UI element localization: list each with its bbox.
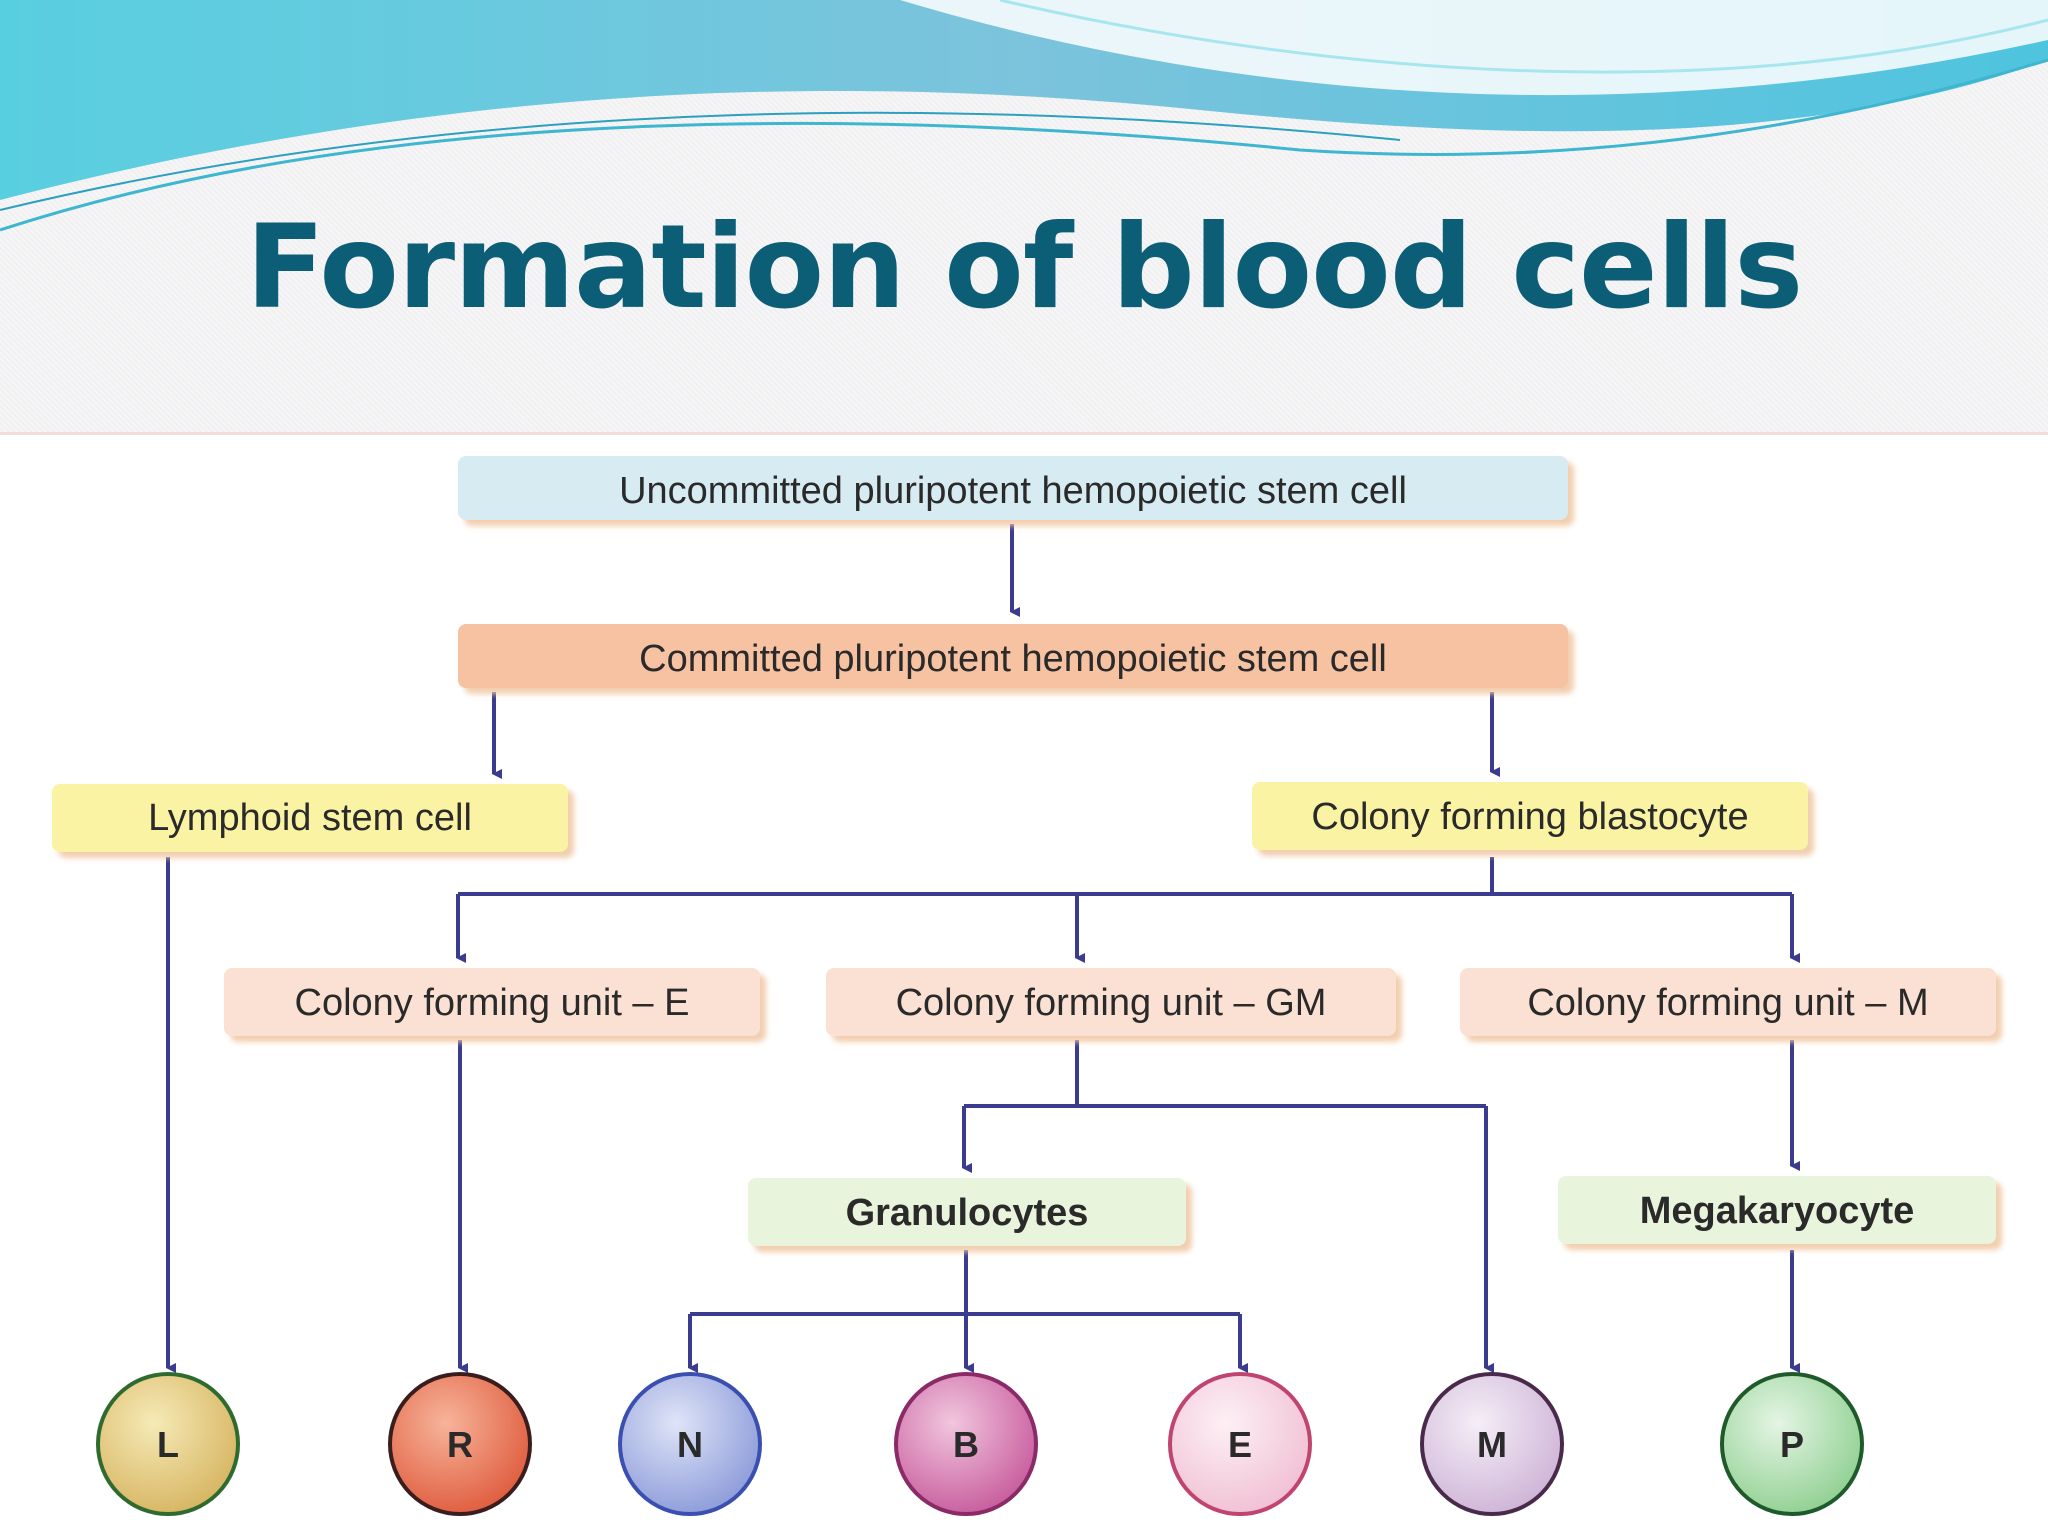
- node-committed: Committed pluripotent hemopoietic stem c…: [458, 624, 1568, 688]
- node-blastocyte-label: Colony forming blastocyte: [1311, 796, 1748, 838]
- cell-R: R: [388, 1372, 532, 1516]
- node-uncommitted-label: Uncommitted pluripotent hemopoietic stem…: [619, 470, 1407, 512]
- cell-M: M: [1420, 1372, 1564, 1516]
- node-cfu-m: Colony forming unit – M: [1460, 968, 1996, 1036]
- cell-E: E: [1168, 1372, 1312, 1516]
- node-cfu-gm: Colony forming unit – GM: [826, 968, 1396, 1036]
- node-cfu-e: Colony forming unit – E: [224, 968, 760, 1036]
- cell-B-label: B: [953, 1424, 979, 1465]
- node-uncommitted: Uncommitted pluripotent hemopoietic stem…: [458, 456, 1568, 520]
- cell-P: P: [1720, 1372, 1864, 1516]
- cell-B: B: [894, 1372, 1038, 1516]
- node-blastocyte: Colony forming blastocyte: [1252, 782, 1808, 850]
- node-megakaryocyte: Megakaryocyte: [1558, 1176, 1996, 1244]
- node-granulocytes: Granulocytes: [748, 1178, 1186, 1246]
- node-cfu-gm-label: Colony forming unit – GM: [896, 982, 1327, 1024]
- cell-N: N: [618, 1372, 762, 1516]
- cell-E-label: E: [1228, 1424, 1252, 1465]
- slide-title: Formation of blood cells: [245, 200, 1804, 335]
- node-committed-label: Committed pluripotent hemopoietic stem c…: [639, 638, 1387, 680]
- node-granulocytes-label: Granulocytes: [846, 1192, 1089, 1234]
- node-cfu-m-label: Colony forming unit – M: [1527, 982, 1928, 1024]
- blood-cell-formation-diagram: Uncommitted pluripotent hemopoietic stem…: [52, 456, 1996, 1516]
- cell-P-label: P: [1780, 1424, 1804, 1465]
- node-megakaryocyte-label: Megakaryocyte: [1640, 1190, 1915, 1232]
- node-lymphoid-label: Lymphoid stem cell: [148, 797, 472, 839]
- cell-N-label: N: [677, 1424, 703, 1465]
- node-cfu-e-label: Colony forming unit – E: [295, 982, 690, 1024]
- cell-R-label: R: [447, 1424, 473, 1465]
- node-lymphoid: Lymphoid stem cell: [52, 784, 568, 852]
- header-wave-decoration: [0, 0, 2048, 232]
- cell-L-label: L: [157, 1424, 179, 1465]
- connector-lines: [166, 524, 1800, 1373]
- cell-M-label: M: [1477, 1424, 1507, 1465]
- cell-L: L: [96, 1372, 240, 1516]
